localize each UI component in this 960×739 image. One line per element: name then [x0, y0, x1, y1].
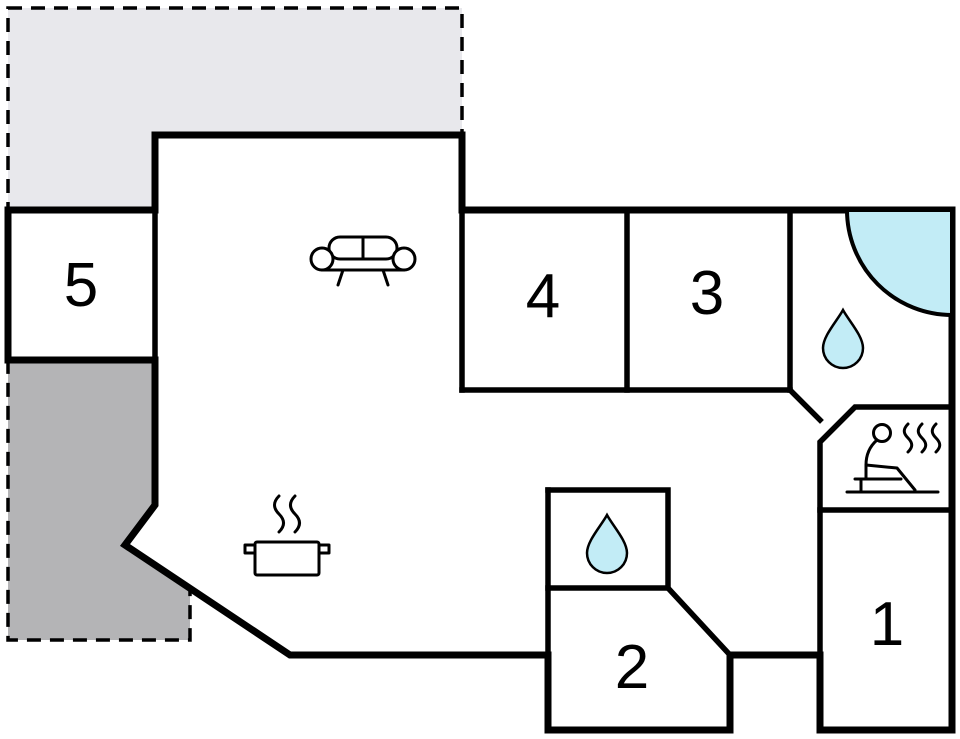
sauna-person-legs [864, 463, 917, 492]
steam-line [902, 422, 914, 454]
sofa-leg-right [381, 268, 390, 287]
pot-body [253, 540, 321, 577]
room-label-2: 2 [614, 633, 650, 702]
wall-room2-diagonal [664, 584, 734, 659]
sofa-arm-right [391, 246, 417, 272]
wall-bathroom-diagonal [786, 386, 824, 424]
room-label-4: 4 [525, 262, 561, 331]
steam-line [273, 494, 285, 534]
sofa-icon [309, 235, 417, 287]
room-label-5: 5 [63, 251, 99, 320]
water-drop-icon [585, 512, 629, 575]
sofa-arm-left [309, 246, 335, 272]
sauna-room-outline [817, 404, 955, 513]
steam-line [916, 422, 928, 454]
room-label-3: 3 [689, 259, 725, 328]
sauna-icon [845, 422, 942, 494]
steam-line [289, 494, 301, 534]
water-drop-icon [821, 307, 865, 370]
corner-bathtub-icon [844, 208, 954, 318]
pot-handle-left [243, 543, 257, 555]
pot-handle-right [317, 543, 331, 555]
sauna-person-head [872, 423, 892, 443]
sofa-leg-left [336, 268, 345, 287]
room-label-1: 1 [869, 590, 905, 659]
interior-walls [152, 207, 955, 733]
pot-steam-icon [243, 494, 331, 577]
shower-room-outline [545, 487, 671, 591]
steam-line [930, 422, 942, 454]
